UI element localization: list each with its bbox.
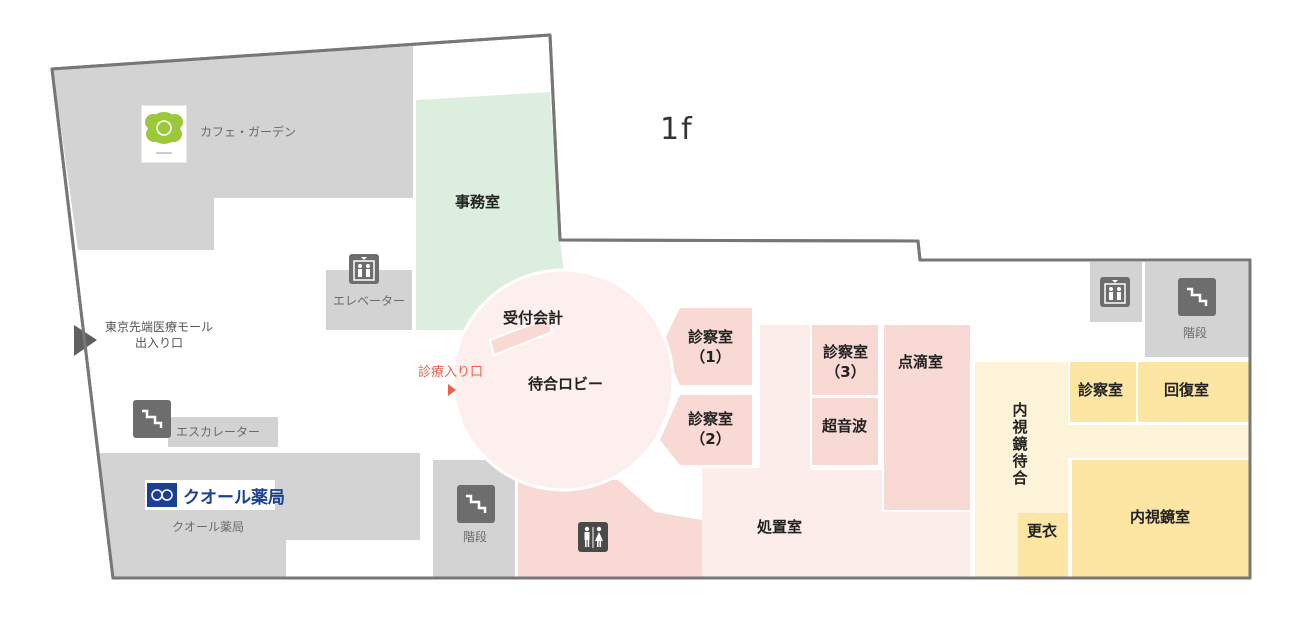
restroom-icon: [578, 522, 608, 552]
pharmacy-logo-text: クオール薬局: [183, 488, 285, 508]
exam2-room[interactable]: [660, 395, 752, 465]
exam3-label: 診察室 （3）: [823, 343, 869, 381]
stairs-left-label: 階段: [463, 530, 488, 544]
cafe-label: カフェ・ガーデン: [200, 125, 297, 139]
exam-room-right[interactable]: [1070, 362, 1136, 422]
office-room[interactable]: [416, 92, 566, 330]
stairs-right-label: 階段: [1183, 326, 1208, 340]
drip-room[interactable]: [884, 325, 970, 510]
exam2-label: 診察室 （2）: [688, 410, 734, 448]
clinic-entrance-label: 診療入り口: [418, 365, 484, 380]
exam-room-label: 診察室: [1078, 381, 1124, 399]
escalator-area[interactable]: [168, 417, 278, 447]
stairs-icon: [457, 485, 495, 523]
treatment-room[interactable]: [702, 325, 970, 578]
escalator-icon: [133, 400, 171, 438]
stairs-icon: [1178, 278, 1216, 316]
main-entrance-label: 東京先端医療モール 出入り口: [105, 320, 214, 350]
ultrasound-room[interactable]: [812, 398, 878, 465]
restroom-area[interactable]: [518, 480, 702, 578]
elevator-icon: [349, 254, 379, 284]
pharmacy-logo: クオール薬局: [145, 480, 285, 510]
drip-label: 点滴室: [898, 353, 944, 371]
reception-label: 受付会計: [503, 309, 564, 327]
recovery-label: 回復室: [1164, 381, 1210, 399]
changing-label: 更衣: [1027, 522, 1058, 540]
exam3-room[interactable]: [812, 325, 878, 395]
exam1-room[interactable]: [662, 308, 752, 385]
changing-room[interactable]: [1018, 513, 1068, 578]
endoscopy-waiting-label: 内視鏡待合: [1010, 402, 1029, 487]
clinic-entrance-arrow-icon: [448, 384, 456, 396]
endoscopy-room[interactable]: [1072, 460, 1250, 578]
reception-counter[interactable]: [488, 316, 554, 357]
exam1-label: 診察室 （1）: [688, 328, 734, 366]
elevator-icon: [1100, 277, 1130, 307]
waiting-lobby-label: 待合ロビー: [528, 375, 604, 393]
cafe-logo: [142, 106, 186, 162]
office-label: 事務室: [455, 193, 501, 211]
waiting-lobby[interactable]: [451, 268, 675, 492]
elevator-left-label: エレベーター: [333, 294, 406, 308]
floor-label: 1f: [660, 112, 694, 147]
endoscopy-label: 内視鏡室: [1130, 508, 1191, 526]
pharmacy-label: クオール薬局: [172, 520, 245, 534]
escalator-label: エスカレーター: [176, 425, 261, 439]
ultrasound-label: 超音波: [822, 417, 868, 435]
recovery-room[interactable]: [1138, 362, 1250, 422]
treatment-label: 処置室: [757, 518, 803, 536]
cafe-area[interactable]: [53, 46, 413, 250]
